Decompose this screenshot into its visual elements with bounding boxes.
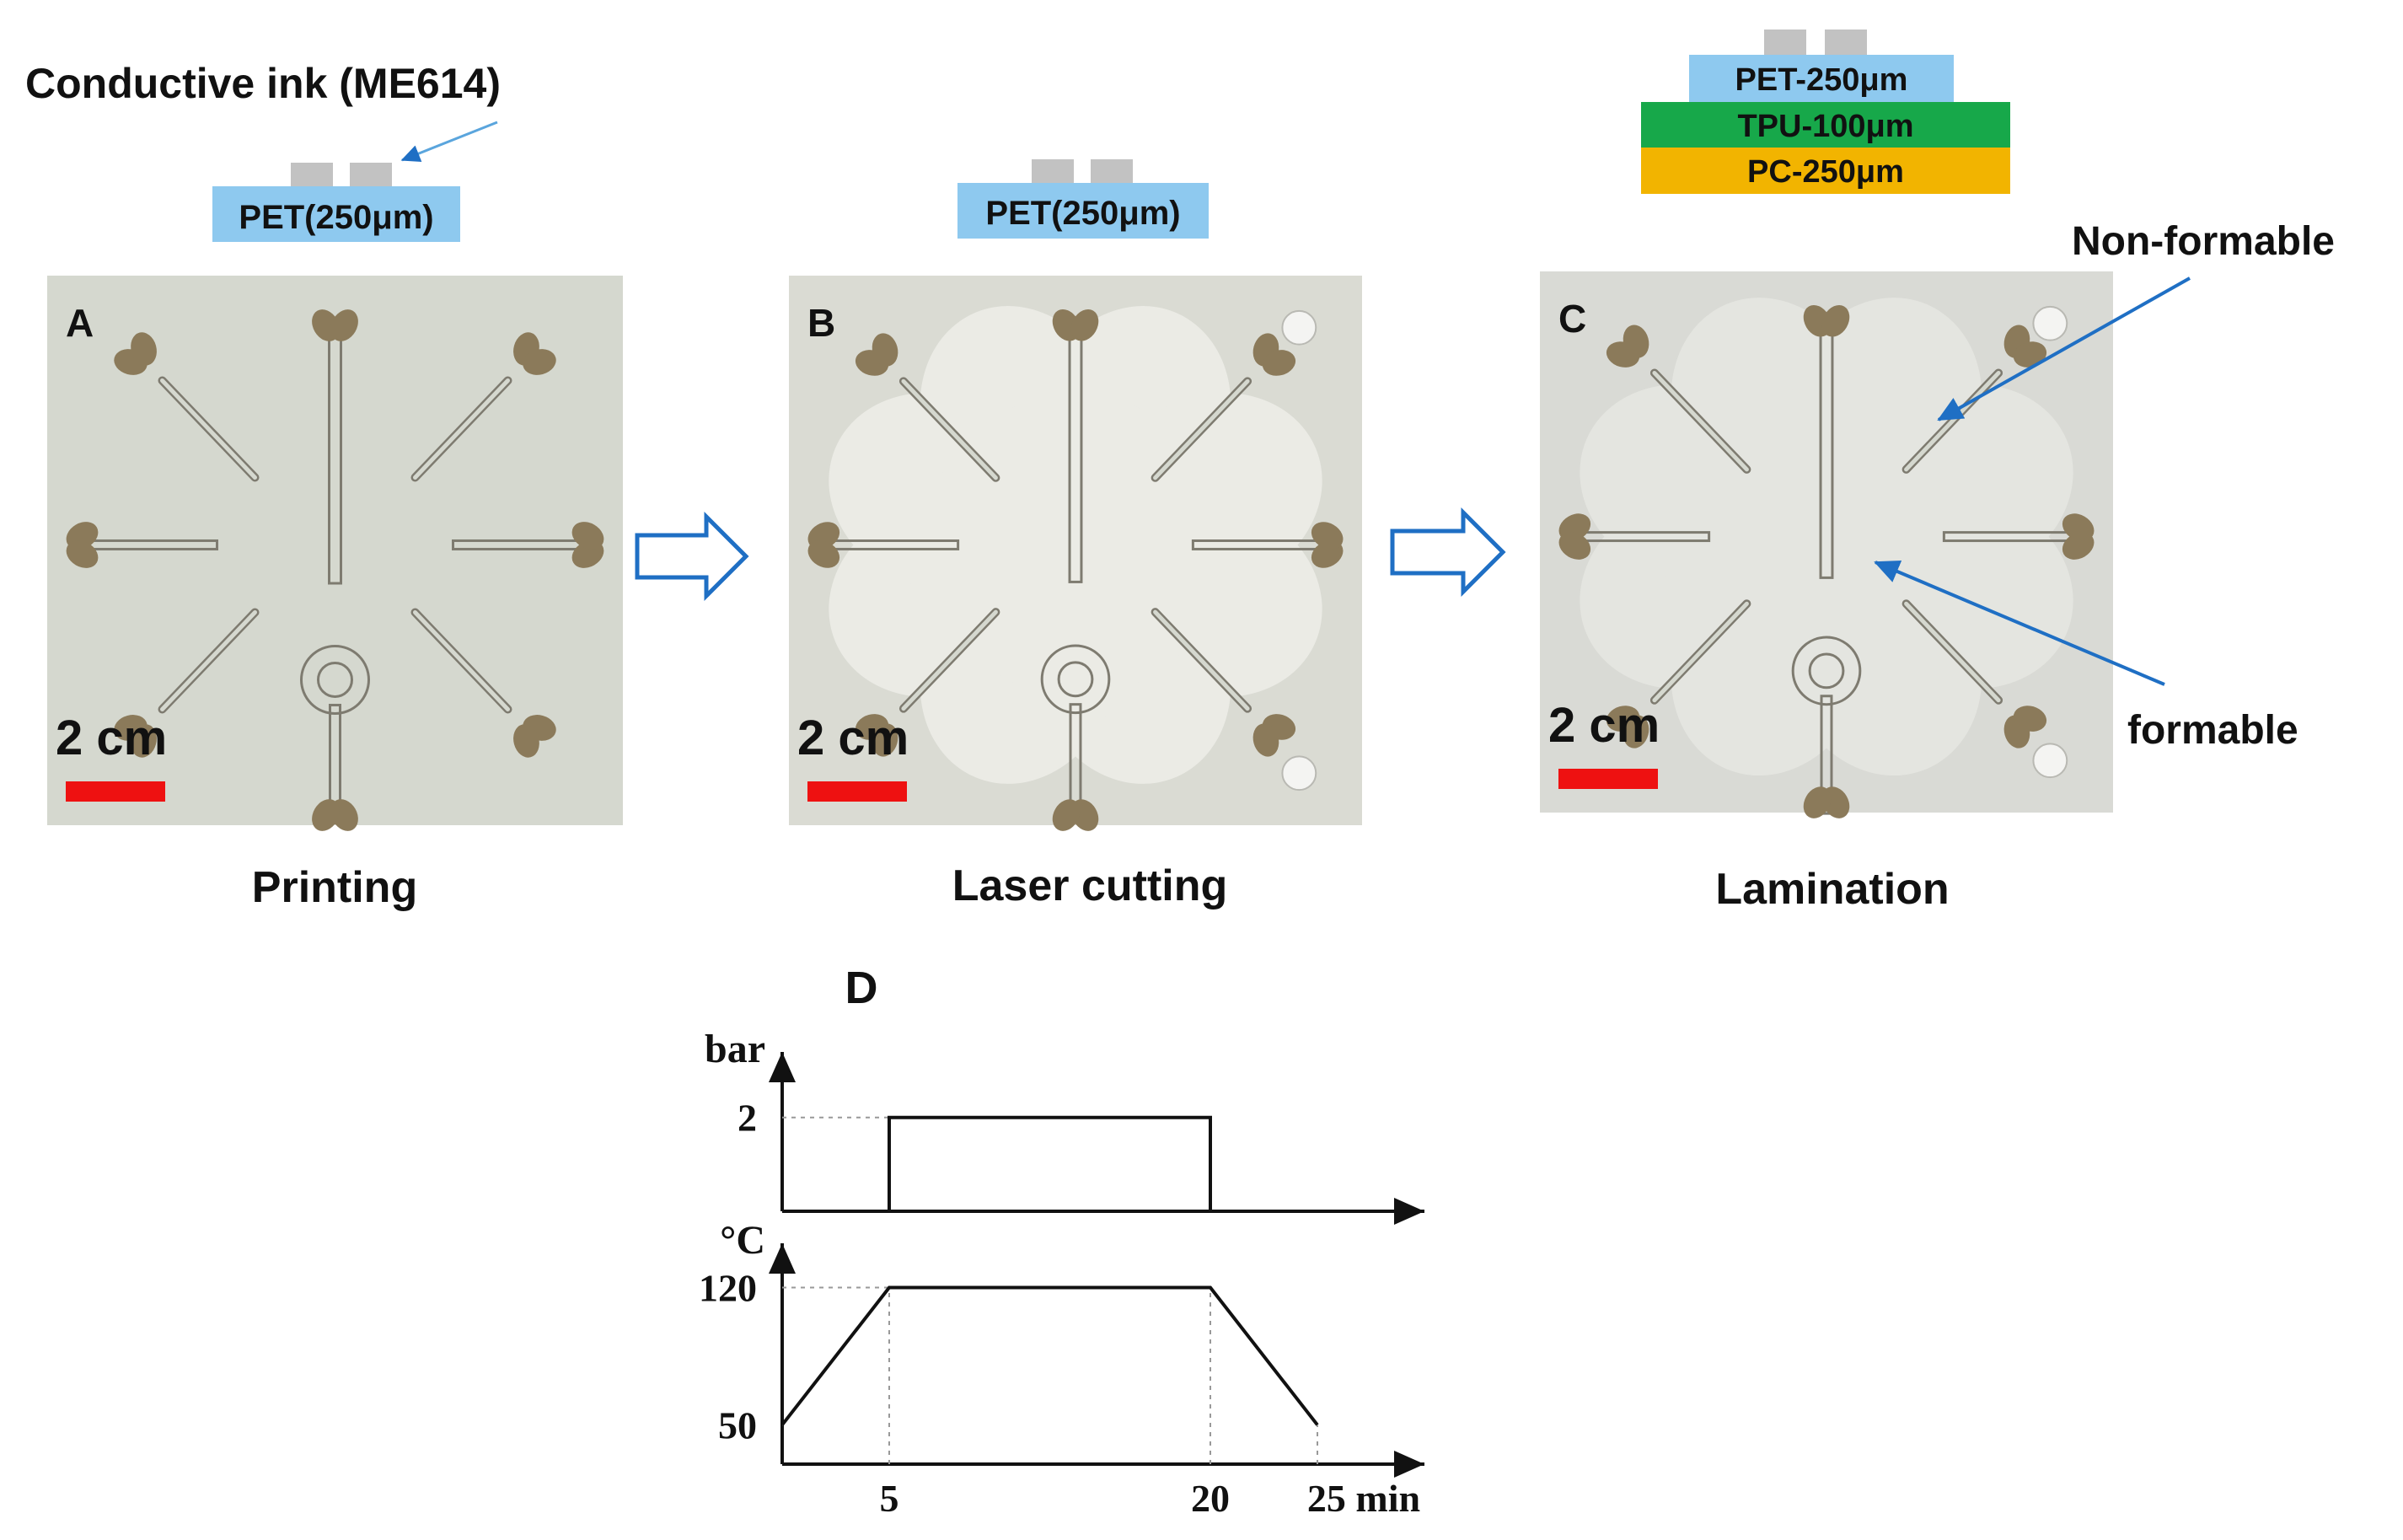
scale-bar <box>807 781 907 802</box>
ink-pointer-line <box>400 121 498 162</box>
ink-pad-left <box>291 163 333 186</box>
ink-layer-schematic-a: Conductive ink (ME614) PET(250μm) <box>25 60 501 242</box>
x-tick-label: 5 <box>880 1477 899 1520</box>
x-tick-label: 25 min <box>1307 1477 1420 1520</box>
non-formable-arrow <box>1937 276 2191 421</box>
caption-laser-cutting: Laser cutting <box>952 861 1228 910</box>
stack-pc-layer <box>1641 148 2010 194</box>
y-tick-label: 50 <box>718 1403 757 1446</box>
panel-letter: C <box>1558 297 1586 341</box>
formable-label: formable <box>2127 708 2298 753</box>
pressure-chart: bar 2 <box>705 1027 1424 1225</box>
pet-label-a: PET(250μm) <box>239 199 433 236</box>
electrode-traces <box>1553 300 2100 824</box>
panel-d-letter: D <box>845 963 878 1013</box>
pet-label-b: PET(250μm) <box>985 195 1180 232</box>
scale-bar-label: 2 cm <box>797 711 909 765</box>
scale-bar-label: 2 cm <box>56 711 167 765</box>
ink-pad-right <box>1091 159 1133 183</box>
caption-lamination: Lamination <box>1715 865 1949 914</box>
y-tick-label: 120 <box>699 1267 757 1310</box>
y-tick-label: 2 <box>738 1097 757 1140</box>
formable-arrow <box>1874 561 2165 686</box>
photo-panel-c: C 2 cm <box>1540 271 2113 824</box>
alignment-hole <box>2032 743 2068 779</box>
ink-pad-left <box>1032 159 1074 183</box>
ink-pad-right <box>1825 30 1867 55</box>
photo-panel-a: A 2 cm <box>47 276 623 836</box>
panel-letter: A <box>66 301 94 345</box>
y-axis-label: bar <box>705 1027 765 1071</box>
laminate-stack-schematic: PET-250μm TPU-100μm PC-250μm <box>1641 30 2010 194</box>
photo-panel-b: B 2 cm <box>789 276 1362 836</box>
electrode-traces <box>802 304 1349 836</box>
panel-c-annotations: Non-formable formable <box>1874 219 2335 753</box>
ink-pad-right <box>350 163 392 186</box>
temperature-profile-line <box>780 1285 1319 1426</box>
pet-substrate-b <box>957 183 1209 239</box>
scale-bar <box>66 781 165 802</box>
non-formable-label: Non-formable <box>2072 219 2335 264</box>
alignment-hole <box>2032 305 2068 341</box>
panel-letter: B <box>807 301 835 345</box>
electrode-traces <box>61 304 609 836</box>
pet-substrate-a <box>212 186 460 242</box>
x-tick-label: 20 <box>1191 1477 1230 1520</box>
temperature-chart: °C 50 120 5 20 25 min <box>699 1218 1424 1520</box>
stack-pc-label: PC-250μm <box>1747 154 1904 190</box>
ink-pad-left <box>1764 30 1806 55</box>
alignment-hole <box>1281 755 1317 791</box>
stack-tpu-label: TPU-100μm <box>1737 109 1913 144</box>
scale-bar-label: 2 cm <box>1548 698 1660 753</box>
conductive-ink-label: Conductive ink (ME614) <box>25 60 501 107</box>
right-arrow-icon <box>1390 507 1506 598</box>
stack-pet-label: PET-250μm <box>1735 62 1908 98</box>
right-arrow-icon <box>635 511 749 602</box>
caption-printing: Printing <box>252 863 417 912</box>
pressure-profile-line <box>782 1115 1317 1213</box>
scale-bar <box>1558 769 1658 789</box>
ink-layer-schematic-b: PET(250μm) <box>957 159 1209 239</box>
y-axis-label: °C <box>720 1218 765 1263</box>
stack-pet-layer <box>1689 55 1954 102</box>
alignment-hole <box>1281 309 1317 346</box>
stack-tpu-layer <box>1641 102 2010 148</box>
